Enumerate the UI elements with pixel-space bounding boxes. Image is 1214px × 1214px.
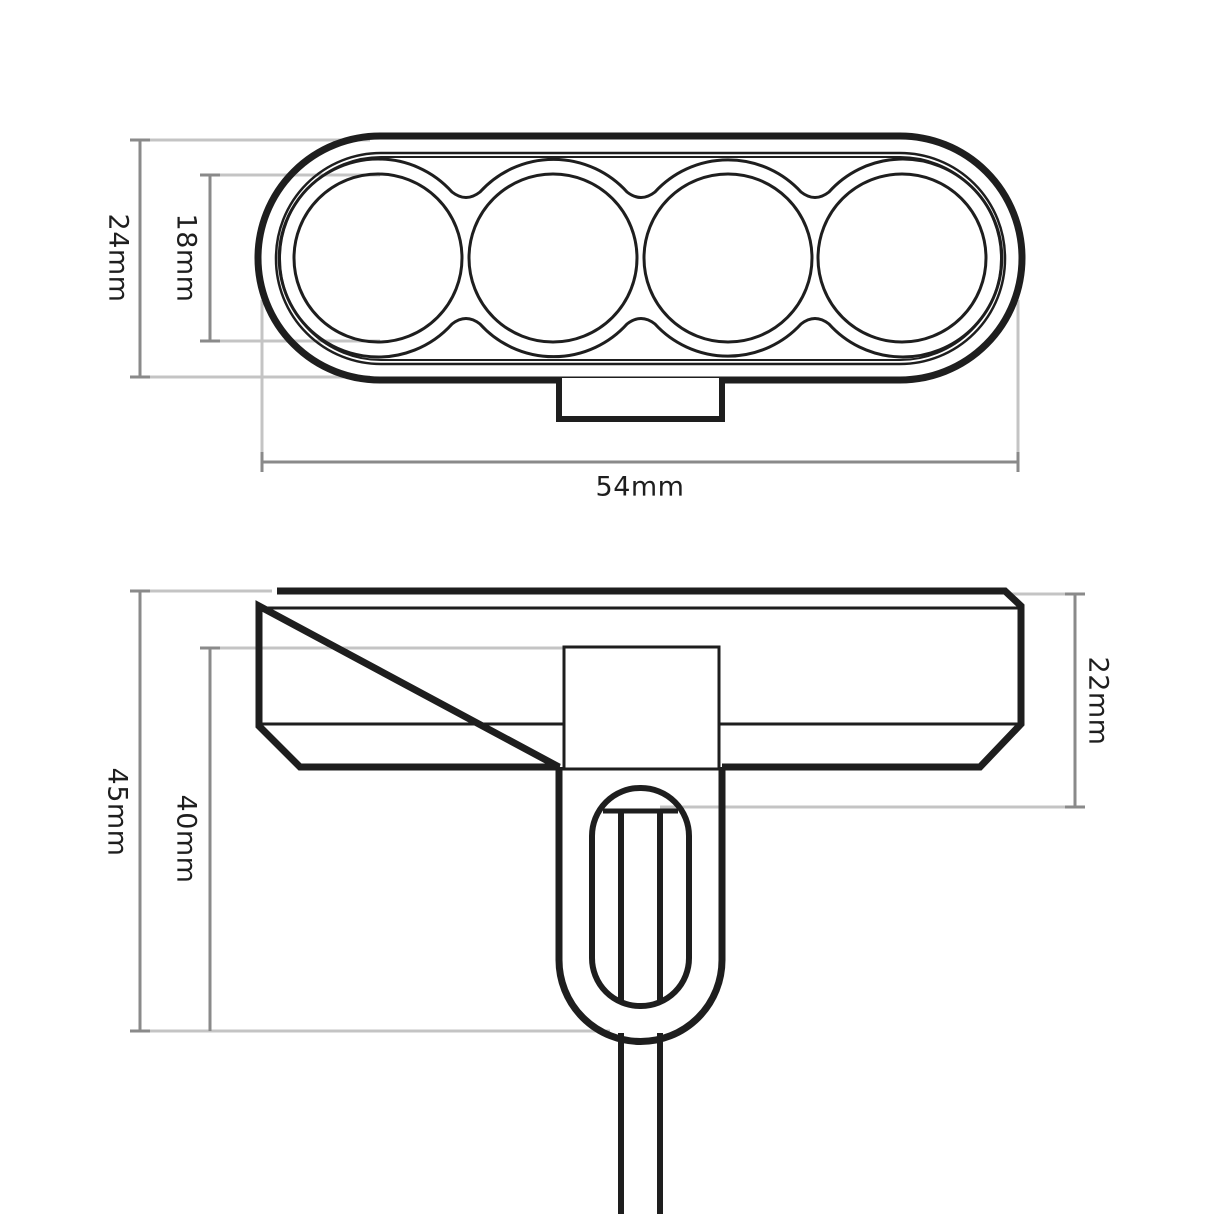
- led-lens-4: [816, 172, 988, 344]
- cable: [618, 1033, 663, 1214]
- bracket-slot: [589, 785, 692, 1009]
- front-lens-height-label: 18mm: [170, 213, 202, 303]
- front-height-label: 24mm: [102, 213, 134, 303]
- side-extension-lines: [150, 589, 1075, 1033]
- housing-outline: [254, 132, 1026, 384]
- lens-group-outline: [277, 157, 1004, 359]
- side-view: [130, 587, 1085, 1214]
- bezel-inner: [279, 156, 1002, 361]
- front-dimension-lines: [130, 138, 1020, 472]
- side-overall-height-label: 45mm: [101, 767, 133, 857]
- side-dimension-lines: [130, 589, 1085, 1033]
- side-body-height-label: 22mm: [1082, 656, 1114, 746]
- led-lenses: [292, 172, 988, 344]
- front-view: [130, 132, 1026, 472]
- bolt: [603, 808, 678, 1003]
- bracket-plate: [562, 645, 721, 771]
- bracket-arm: [555, 767, 726, 1045]
- bezel-outer: [274, 151, 1007, 366]
- led-lens-2: [467, 172, 639, 344]
- front-width-label: 54mm: [595, 471, 685, 503]
- side-bracket-height-label: 40mm: [170, 794, 202, 884]
- led-lens-3: [642, 172, 814, 344]
- led-lens-1: [292, 172, 464, 344]
- mounting-tab: [556, 378, 725, 422]
